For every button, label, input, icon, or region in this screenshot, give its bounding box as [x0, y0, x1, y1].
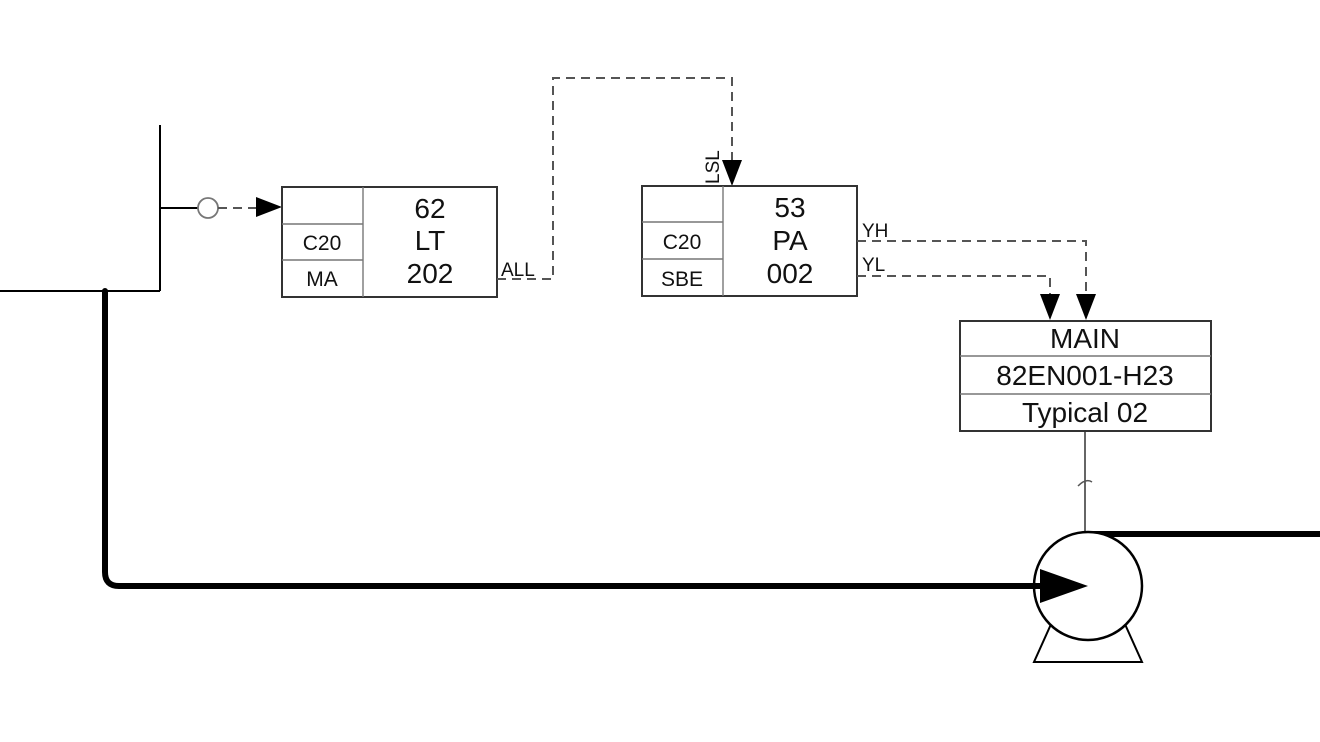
- pa-tag-function: PA: [772, 225, 808, 256]
- pa-signal-high-label: YH: [862, 221, 888, 242]
- instrument-connection-circle: [197, 197, 219, 219]
- suction-pipe: [102, 288, 1053, 589]
- mc-row-equipment: 82EN001-H23: [996, 360, 1173, 391]
- pa-tag-loop: 002: [767, 258, 814, 289]
- motor-controller-block: MAIN 82EN001-H23 Typical 02: [959, 320, 1212, 432]
- pump-impeller-arrow: [1040, 569, 1088, 603]
- lt-side-location: C20: [303, 232, 342, 255]
- pa-tag-number: 53: [774, 192, 805, 223]
- pa-side-type: SBE: [661, 268, 703, 291]
- lt-output-signal-label: ALL: [501, 260, 535, 281]
- mc-row-main: MAIN: [1050, 323, 1120, 354]
- pa-signal-low-label: YL: [862, 255, 885, 276]
- pa-input-signal-label: LSL: [703, 150, 724, 184]
- lsl-input-arrow: [722, 160, 742, 186]
- lt-tag-loop: 202: [407, 258, 454, 289]
- lt-tag-function: LT: [415, 225, 446, 256]
- yh-signal-dashed-line: [857, 240, 1087, 294]
- lt-tag-number: 62: [414, 193, 445, 224]
- cable-break-mark: [1077, 479, 1093, 487]
- yh-input-arrow: [1076, 294, 1096, 320]
- pump-alarm-block: 53 PA 002 C20 SBE: [641, 185, 858, 297]
- level-transmitter-block: 62 LT 202 C20 MA: [281, 186, 498, 298]
- yl-signal-dashed-line: [857, 275, 1051, 294]
- lt-side-type: MA: [306, 268, 338, 291]
- lsl-signal-dashed-line: [497, 77, 733, 280]
- pa-side-location: C20: [663, 231, 702, 254]
- mc-row-typical: Typical 02: [1022, 397, 1148, 428]
- transmitter-input-arrow: [256, 197, 282, 217]
- yl-input-arrow: [1040, 294, 1060, 320]
